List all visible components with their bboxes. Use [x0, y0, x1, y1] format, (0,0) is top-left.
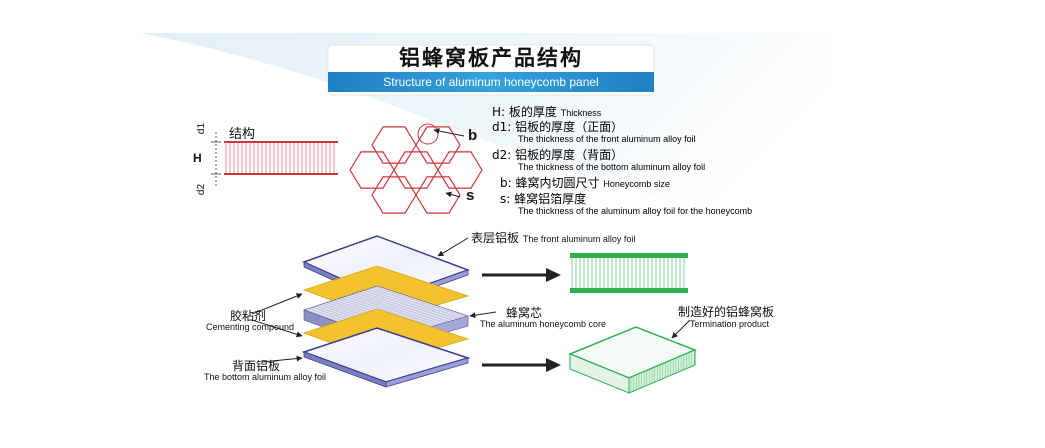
front-plate-pointer: [437, 237, 469, 257]
legend-sub: The thickness of the bottom aluminum all…: [518, 162, 706, 172]
legend-sub: The thickness of the aluminum alloy foil…: [518, 206, 753, 216]
s-pointer: [445, 191, 461, 198]
hexagon-cell: [393, 151, 439, 189]
legend-item: d1: 铝板的厚度（正面）: [492, 118, 623, 135]
legend-item: d2: 铝板的厚度（背面）: [492, 146, 623, 163]
product-pointer: [671, 319, 691, 339]
product-cn: 制造好的铝蜂窝板: [678, 305, 775, 319]
core-pointer: [469, 311, 497, 319]
title-banner-blue: [328, 72, 654, 92]
glue-pointer-1: [251, 293, 303, 315]
hexagon-cell: [371, 126, 417, 164]
honeycomb-hexagons: [349, 126, 483, 214]
legend-cn: 蜂窝铝箔厚度: [514, 192, 587, 206]
hexagon-cell: [371, 176, 417, 214]
legend-item: b: 蜂窝内切圆尺寸 Honeycomb size: [500, 174, 670, 191]
glue-en: Cementing compound: [206, 322, 295, 332]
bottom-plate-pointer: [261, 355, 303, 363]
dim-h: H: [193, 151, 202, 165]
process-arrow-bottom: [482, 358, 561, 372]
legend-key: d2:: [492, 148, 512, 162]
hexagon-cell: [415, 176, 461, 214]
front-plate-en: The front aluminum alloy foil: [522, 234, 636, 244]
core-cn: 蜂窝芯: [506, 306, 543, 320]
legend-en: Thickness: [560, 108, 602, 118]
legend-key: H:: [492, 105, 506, 119]
legend-cn: 蜂窝内切圆尺寸: [515, 176, 600, 190]
panel-cross-section: [211, 132, 338, 186]
hexagon-cell: [415, 126, 461, 164]
legend-key: b:: [500, 176, 512, 190]
legend-cn: 铝板的厚度（背面）: [515, 148, 624, 162]
title-en: Structure of aluminum honeycomb panel: [383, 75, 599, 89]
legend-key: d1:: [492, 120, 512, 134]
background-swoosh: [140, 33, 830, 240]
legend-item: H: 板的厚度 Thickness: [492, 103, 601, 120]
product-en: Termination product: [690, 319, 770, 329]
hex-label-b: b: [468, 127, 478, 144]
bottom-plate-en: The bottom aluminum alloy foil: [204, 372, 327, 382]
hex-label-s: s: [466, 187, 475, 204]
structure-label: 结构: [229, 127, 256, 142]
legend-en: Honeycomb size: [603, 179, 670, 189]
dim-d2: d2: [196, 183, 208, 196]
glue-cn: 胶粘剂: [230, 309, 267, 323]
dim-d1: d1: [196, 122, 208, 135]
process-arrow-top: [482, 268, 561, 282]
front-plate-cn: 表层铝板: [471, 231, 520, 245]
legend-cn: 铝板的厚度（正面）: [515, 120, 624, 134]
title-cn: 铝蜂窝板产品结构: [399, 46, 583, 70]
legend-cn: 板的厚度: [508, 105, 557, 119]
b-pointer: [433, 128, 465, 137]
hexagon-cell: [437, 151, 483, 189]
hexagon-cell: [349, 151, 395, 189]
bottom-plate: [301, 327, 471, 388]
bottom-plate-cn: 背面铝板: [232, 359, 281, 373]
legend-key: s:: [500, 192, 511, 206]
legend-item: s: 蜂窝铝箔厚度: [500, 190, 586, 207]
finished-panel-3d: [568, 326, 697, 394]
finished-cross-section: [570, 253, 688, 293]
glue-pointer-2: [251, 319, 303, 338]
core-en: The aluminum honeycomb core: [480, 319, 607, 329]
front-plate-label: 表层铝板 The front aluminum alloy foil: [471, 229, 635, 246]
legend-sub: The thickness of the front aluminum allo…: [518, 134, 696, 144]
